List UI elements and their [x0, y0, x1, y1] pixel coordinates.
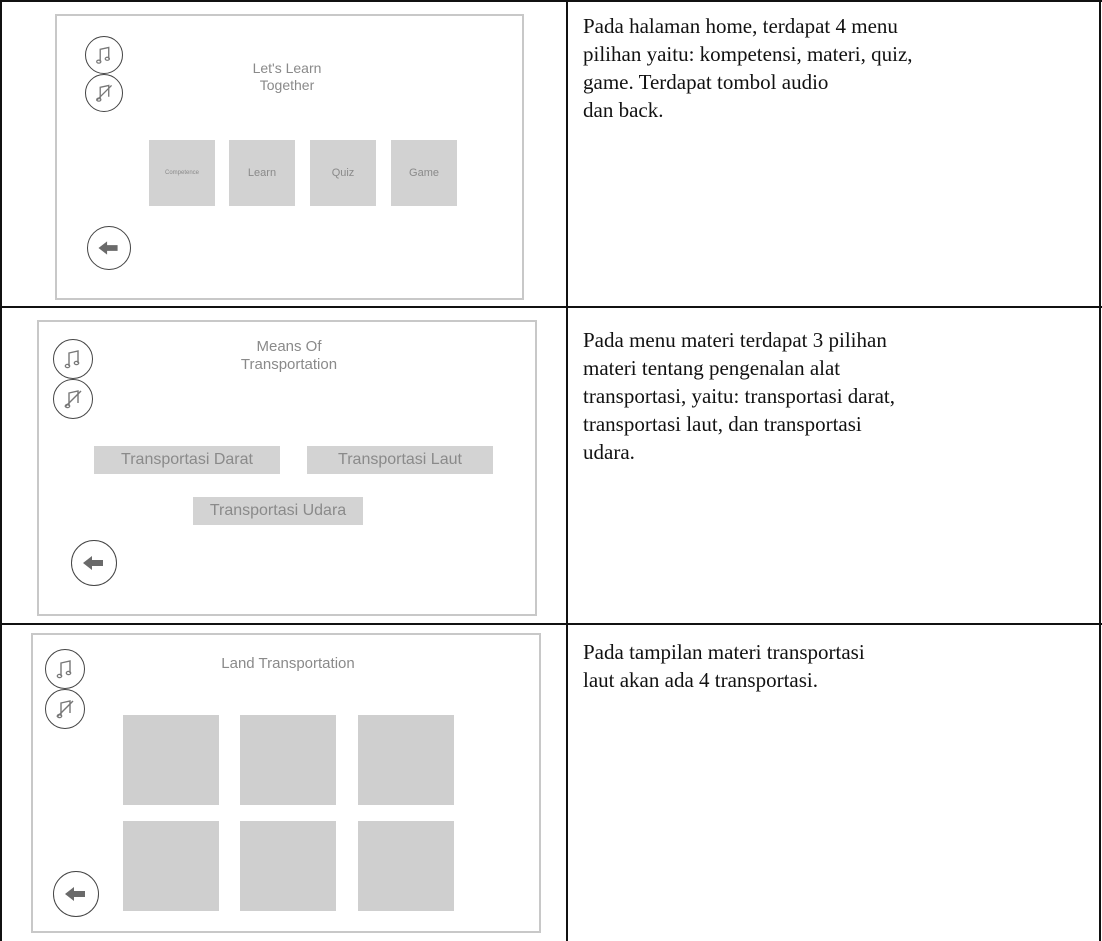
table-border-right: [1099, 0, 1101, 941]
music-mute-icon: [95, 84, 113, 102]
back-arrow-icon: [65, 887, 85, 901]
music-mute-icon: [56, 700, 74, 719]
table-column-divider: [566, 0, 568, 941]
row-3-description: Pada tampilan materi transportasi laut a…: [583, 640, 865, 692]
menu-tile-competence[interactable]: Competence: [149, 140, 215, 206]
music-note-icon: [96, 46, 111, 64]
option-transportasi-darat[interactable]: Transportasi Darat: [94, 446, 280, 474]
audio-button[interactable]: [85, 36, 123, 74]
land-transportation-mockup: Land Transportation: [31, 633, 541, 933]
screen-title: Let's Learn Together: [252, 60, 322, 93]
audio-button[interactable]: [45, 649, 85, 689]
menu-tile-label: Learn: [247, 167, 277, 179]
music-mute-icon: [64, 390, 82, 409]
menu-tile-label: Game: [409, 167, 439, 179]
table-border-left: [0, 0, 2, 941]
option-transportasi-udara[interactable]: Transportasi Udara: [193, 497, 363, 525]
materi-screen-mockup: Means Of Transportation Transportasi Dar…: [37, 320, 537, 616]
back-button[interactable]: [87, 226, 131, 270]
table-row-divider-1: [0, 306, 1102, 308]
row-1-description: Pada halaman home, terdapat 4 menu pilih…: [583, 14, 913, 122]
table-row-divider-2: [0, 623, 1102, 625]
transport-item-3[interactable]: [358, 715, 454, 805]
transport-item-6[interactable]: [358, 821, 454, 911]
menu-tile-label: Competence: [164, 170, 200, 176]
transport-item-2[interactable]: [240, 715, 336, 805]
music-note-icon: [64, 350, 80, 369]
back-arrow-icon: [83, 556, 103, 570]
back-button[interactable]: [71, 540, 117, 586]
menu-tile-learn[interactable]: Learn: [229, 140, 295, 206]
audio-button[interactable]: [53, 339, 93, 379]
screen-title: Means Of Transportation: [240, 338, 338, 373]
option-transportasi-laut[interactable]: Transportasi Laut: [307, 446, 493, 474]
music-note-icon: [56, 660, 72, 679]
mute-audio-button[interactable]: [45, 689, 85, 729]
mute-audio-button[interactable]: [53, 379, 93, 419]
mute-audio-button[interactable]: [85, 74, 123, 112]
transport-item-4[interactable]: [123, 821, 219, 911]
home-screen-mockup: Let's Learn Together Competence Learn Qu…: [55, 14, 524, 300]
menu-tile-game[interactable]: Game: [391, 140, 457, 206]
transport-item-1[interactable]: [123, 715, 219, 805]
menu-tile-label: Quiz: [331, 167, 355, 179]
screen-title: Land Transportation: [221, 655, 355, 672]
row-2-description: Pada menu materi terdapat 3 pilihan mate…: [583, 328, 895, 464]
back-button[interactable]: [53, 871, 99, 917]
menu-tile-quiz[interactable]: Quiz: [310, 140, 376, 206]
transport-item-5[interactable]: [240, 821, 336, 911]
back-arrow-icon: [98, 241, 118, 255]
table-border-top: [0, 0, 1102, 2]
